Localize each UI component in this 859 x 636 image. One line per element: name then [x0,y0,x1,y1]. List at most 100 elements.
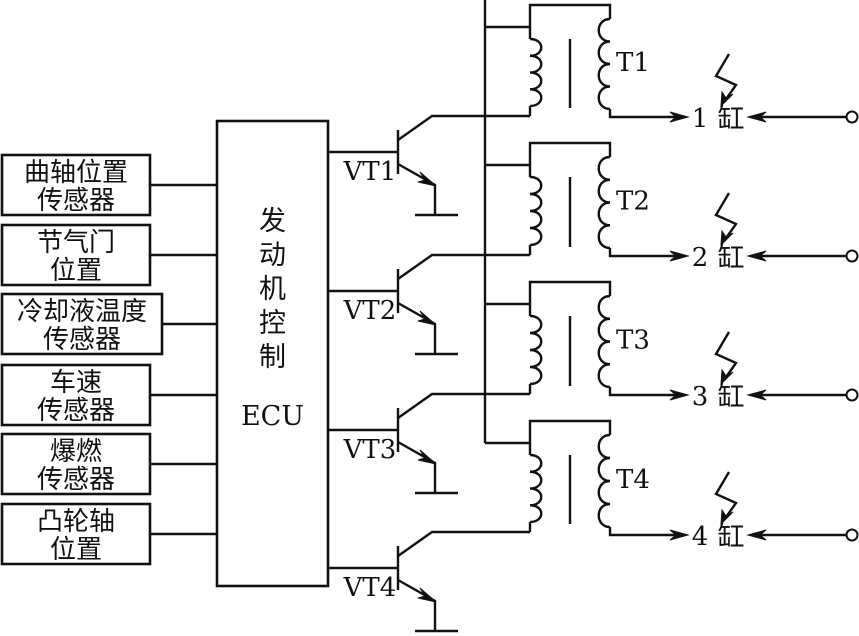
sensor-box-frame [0,153,152,217]
transistor-label: VT4 [343,573,397,603]
arrow-right-icon [669,111,690,123]
secondary-winding [597,17,611,111]
cylinder-label: 缸 [718,382,745,413]
cylinder-label: 缸 [718,104,745,135]
primary-winding [529,314,543,386]
ignition-coil: T4 [485,419,650,532]
arrow-left-icon [746,111,767,123]
sensor-label-line1: 爆燃 [50,437,102,467]
arrow-left-icon [746,250,767,262]
sensor-label-line2: 传感器 [43,325,121,355]
sensor-label-line1: 冷却液温度 [17,297,147,327]
primary-winding [529,175,543,247]
ecu-label: ECU [241,401,304,432]
secondary-winding [597,294,611,389]
ecu-title-char: 机 [259,274,286,305]
terminal-circle-icon [845,249,859,263]
ecu-title-char: 控 [259,308,286,339]
arrow-right-icon [669,529,690,541]
coil-label: T1 [616,48,650,78]
terminal-circle-icon [845,528,859,542]
cylinder-number: 3 [692,382,709,412]
ecu-title-char: 动 [259,240,286,271]
transistor: VT1 [328,114,530,217]
primary-winding [529,453,543,524]
secondary-to-cylinder-wire [608,387,680,397]
spark-arrow-icon [720,508,734,526]
transistor-collector-wire [397,114,530,141]
transistor-label: VT3 [343,435,397,465]
transistor-emitter-wire [397,578,437,631]
spark-arrow-icon [720,229,734,247]
secondary-to-cylinder-wire [608,527,680,537]
transistor-collector-wire [397,253,530,280]
emitter-arrow-icon [417,587,437,603]
transistor-collector-wire [397,392,530,419]
arrow-right-icon [669,250,690,262]
coil-label: T3 [616,326,650,356]
ignition-coil: T3 [485,280,650,394]
cylinder-number: 1 [692,104,709,134]
transistor-label: VT1 [343,157,397,187]
secondary-winding [597,433,611,529]
coil-top-link-wire [528,3,612,27]
emitter-arrow-icon [417,310,437,326]
sensor-label-line2: 位置 [50,256,102,286]
transistor: VT2 [328,253,530,356]
ignition-coil: T1 [485,3,650,116]
sensor-label-line2: 传感器 [37,396,115,426]
coil-top-link-wire [528,280,612,304]
secondary-to-cylinder-wire [608,109,680,119]
spark-icon [714,331,738,381]
emitter-arrow-icon [417,171,437,187]
transistor-emitter-wire [397,440,437,493]
coil-top-link-wire [528,419,612,443]
sensor-label-line2: 位置 [50,535,102,565]
spark-arrow-icon [720,368,734,386]
coil-label: T4 [616,465,650,495]
sensor-label-line2: 传感器 [37,465,115,495]
transistor: VT3 [328,392,530,495]
ecu-title-char: 发 [259,206,286,237]
sensor-label-line1: 曲轴位置 [24,158,128,188]
transistor-label: VT2 [343,296,397,326]
arrow-left-icon [746,389,767,401]
cylinder-number: 2 [692,243,709,273]
cylinder-number: 4 [692,522,709,552]
sensor-box-frame [0,292,164,356]
ecu-title-char: 制 [259,342,286,373]
emitter-arrow-icon [417,449,437,465]
coil-top-link-wire [528,141,612,165]
secondary-winding [597,155,611,250]
sensor-box-frame [0,223,152,287]
sensor-label-line1: 节气门 [37,228,115,258]
terminal-circle-icon [845,388,859,402]
primary-winding [529,37,543,108]
arrow-left-icon [746,529,767,541]
ecu-frame [215,119,330,588]
transistor-collector-wire [397,530,530,557]
arrow-right-icon [669,389,690,401]
transistor-emitter-wire [397,162,437,215]
coil-label: T2 [616,187,650,217]
spark-icon [714,53,738,103]
sensor-label-line1: 凸轮轴 [37,507,115,537]
terminal-circle-icon [845,110,859,124]
